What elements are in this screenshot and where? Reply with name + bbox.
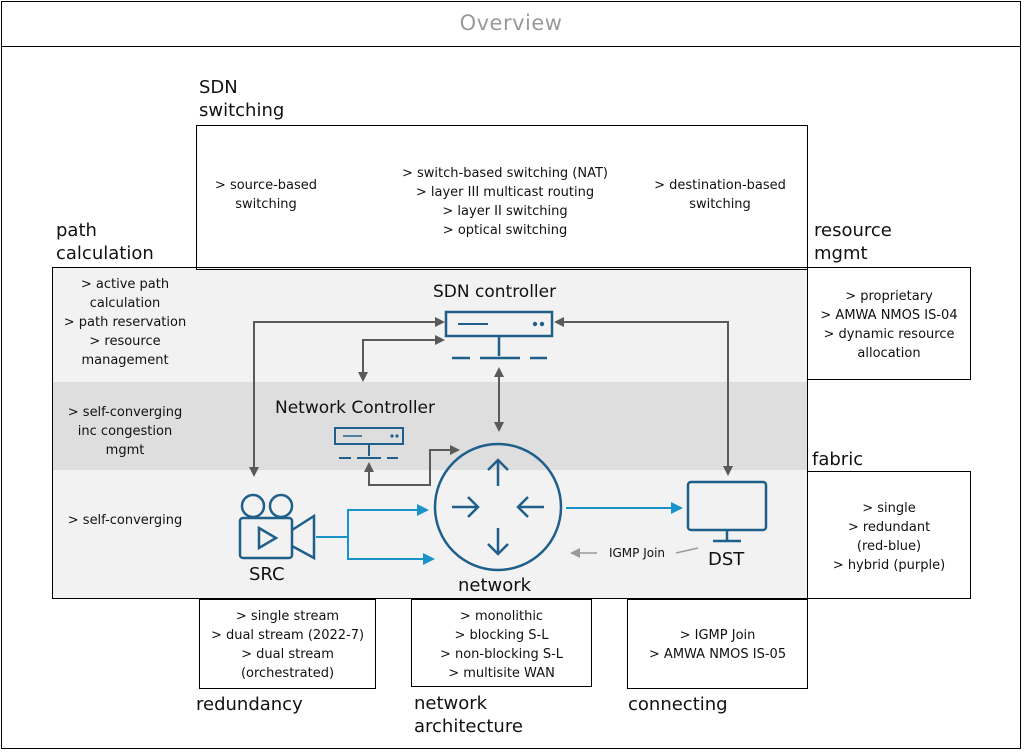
camera-icon (238, 493, 316, 561)
connecting-text: > IGMP Join> AMWA NMOS IS-05 (648, 628, 787, 662)
redundancy-label: redundancy (196, 694, 303, 715)
dst-label: DST (708, 549, 745, 570)
sdn-controller-label: SDN controller (433, 282, 557, 302)
resource-mgmt-box (807, 267, 971, 380)
path-calculation-box (52, 267, 808, 599)
connecting-box (627, 599, 808, 689)
band-row3 (53, 470, 807, 598)
data-flow-arrows (316, 502, 683, 565)
igmp-join-label: IGMP Join (608, 546, 666, 560)
redundancy-text: > single stream> dual stream (2022-7) > … (210, 609, 365, 681)
monitor-icon (686, 480, 768, 543)
control-arrows (249, 317, 733, 486)
network-label: network (458, 575, 532, 596)
network-controller-server-icon (334, 427, 404, 459)
sdn-switching-box (196, 125, 808, 270)
title-bar: Overview (1, 1, 1021, 47)
switch-based-text: > switch-based switching (NAT)> layer II… (401, 166, 609, 238)
src-to-network-lower-arrow (316, 536, 435, 565)
igmp-join-arrow (572, 548, 699, 553)
redundancy-box (199, 599, 376, 689)
router-icon (433, 442, 563, 572)
page-title: Overview (459, 11, 563, 35)
fabric-label: fabric (812, 449, 864, 470)
network-architecture-box (411, 599, 592, 687)
src-to-network-upper-arrow (316, 504, 429, 538)
sdn-to-network-controller-arrow (358, 335, 445, 382)
network-controller-to-network-arrow (364, 445, 460, 486)
resource-mgmt-text: > proprietary> AMWA NMOS IS-04 > dynamic… (820, 289, 958, 361)
sdn-to-dst-arrow (554, 317, 733, 476)
server-icon (444, 310, 554, 360)
path-row3-text: > self-converging (67, 513, 183, 528)
src-label: SRC (249, 564, 285, 585)
sdn-to-src-arrow (249, 317, 445, 477)
fabric-text: > single> redundant (red-blue)> hybrid (… (832, 501, 946, 573)
connecting-label: connecting (628, 694, 728, 715)
network-architecture-text: > monolithic> blocking S-L > non-blockin… (439, 609, 564, 681)
fabric-box (807, 471, 971, 599)
